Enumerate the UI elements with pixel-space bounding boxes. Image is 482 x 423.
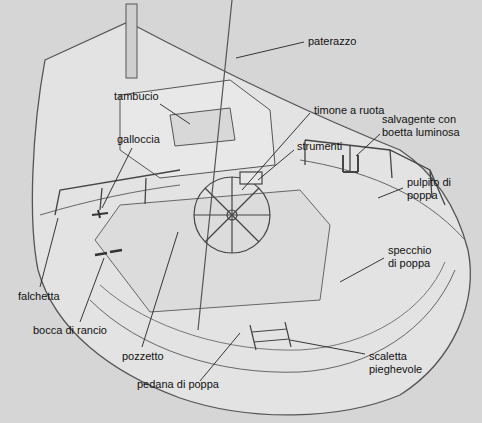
backstay bbox=[198, 0, 232, 330]
part-label: scaletta pieghevole bbox=[369, 350, 431, 376]
part-label: specchio di poppa bbox=[388, 244, 440, 270]
part-label: salvagente con boetta luminosa bbox=[382, 113, 474, 139]
part-label: pedana di poppa bbox=[137, 378, 219, 391]
part-label: pulpito di poppa bbox=[407, 176, 465, 202]
folding-ladder bbox=[250, 322, 291, 350]
part-label: strumenti bbox=[297, 140, 342, 153]
mast bbox=[126, 4, 137, 78]
hatch bbox=[170, 108, 235, 146]
hull-outline bbox=[32, 22, 470, 415]
part-label: galloccia bbox=[117, 133, 160, 146]
fairlead bbox=[95, 250, 122, 255]
part-label: tambucio bbox=[114, 90, 159, 103]
part-label: falchetta bbox=[18, 290, 60, 303]
part-label: paterazzo bbox=[308, 35, 356, 48]
part-label: timone a ruota bbox=[314, 104, 384, 117]
cockpit bbox=[95, 190, 330, 312]
part-label: pozzetto bbox=[122, 350, 164, 363]
lifebuoy bbox=[343, 155, 358, 172]
part-label: bocca di rancio bbox=[33, 324, 107, 337]
cleat bbox=[92, 210, 108, 218]
steering-wheel bbox=[194, 172, 270, 253]
